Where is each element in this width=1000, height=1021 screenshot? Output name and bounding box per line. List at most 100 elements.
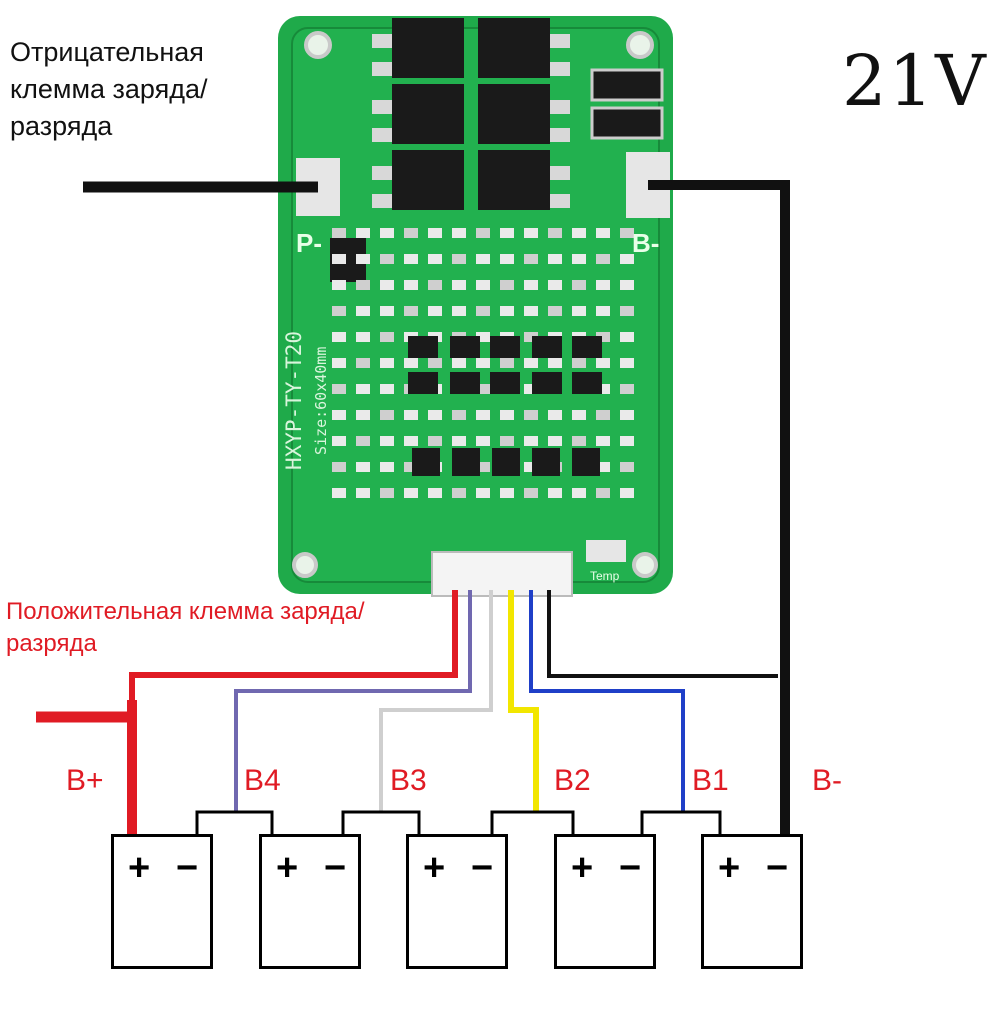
cell-plus-sign: + xyxy=(423,847,446,889)
smd-component xyxy=(332,488,346,498)
smd-component xyxy=(500,280,514,290)
smd-component xyxy=(620,410,634,420)
smd-component xyxy=(620,280,634,290)
battery-cell: + − xyxy=(701,834,803,969)
smd-component xyxy=(428,306,442,316)
smd-component xyxy=(380,228,394,238)
smd-component xyxy=(428,436,442,446)
smd-component xyxy=(332,228,346,238)
smd-component xyxy=(380,410,394,420)
cell-plus-sign: + xyxy=(276,847,299,889)
smd-component xyxy=(380,436,394,446)
smd-component xyxy=(500,410,514,420)
smd-component xyxy=(524,488,538,498)
cell-plus-sign: + xyxy=(718,847,741,889)
smd-component xyxy=(524,462,538,472)
smd-component xyxy=(548,280,562,290)
smd-component xyxy=(620,384,634,394)
battery-cell: + − xyxy=(406,834,508,969)
smd-component xyxy=(404,462,418,472)
smd-component xyxy=(620,358,634,368)
smd-component xyxy=(596,384,610,394)
battery-cell: + − xyxy=(111,834,213,969)
smd-component xyxy=(524,436,538,446)
smd-component xyxy=(620,332,634,342)
smd-component xyxy=(524,358,538,368)
smd-component xyxy=(500,488,514,498)
smd-component xyxy=(380,254,394,264)
smd-component xyxy=(572,228,586,238)
pad-b-minus-label: B- xyxy=(632,228,660,258)
tap-b-plus-label: B+ xyxy=(66,764,104,797)
smd-component xyxy=(476,436,490,446)
mosfet-group xyxy=(392,18,550,210)
smd-component xyxy=(476,280,490,290)
smd-component xyxy=(476,306,490,316)
smd-component xyxy=(524,384,538,394)
smd-component xyxy=(356,462,370,472)
smd-component xyxy=(380,462,394,472)
cell-minus-sign: − xyxy=(471,847,494,889)
smd-component xyxy=(524,280,538,290)
smd-component xyxy=(332,462,346,472)
smd-component xyxy=(620,254,634,264)
smd-component xyxy=(476,462,490,472)
cell-plus-sign: + xyxy=(571,847,594,889)
smd-component xyxy=(596,488,610,498)
smd-component xyxy=(356,488,370,498)
cell-minus-sign: − xyxy=(619,847,642,889)
smd-component xyxy=(596,410,610,420)
smd-component xyxy=(476,410,490,420)
smd-component xyxy=(572,254,586,264)
smd-component xyxy=(380,332,394,342)
wire-b1 xyxy=(529,590,685,812)
smd-component xyxy=(548,358,562,368)
smd-component xyxy=(452,280,466,290)
smd-component xyxy=(596,306,610,316)
smd-component xyxy=(476,384,490,394)
mounting-hole xyxy=(292,552,318,578)
smd-component xyxy=(332,410,346,420)
negative-terminal-label: Отрицательная клемма заряда/разряда xyxy=(10,37,208,141)
smd-component xyxy=(572,436,586,446)
wire-b3 xyxy=(379,590,493,812)
smd-component xyxy=(500,306,514,316)
cell-plus-sign: + xyxy=(128,847,151,889)
temp-pads xyxy=(586,540,626,562)
component-grid xyxy=(332,228,634,498)
smd-component xyxy=(500,358,514,368)
shunt-resistor xyxy=(590,68,664,102)
pad-p-minus-label: P- xyxy=(296,228,322,258)
smd-component xyxy=(572,410,586,420)
smd-component xyxy=(596,436,610,446)
smd-component xyxy=(404,358,418,368)
smd-component xyxy=(572,358,586,368)
smd-component xyxy=(500,254,514,264)
voltage-label: 21V xyxy=(842,40,988,122)
cell-minus-sign: − xyxy=(324,847,347,889)
wire-sense-black xyxy=(547,590,778,678)
balance-connector xyxy=(431,551,573,597)
smd-component xyxy=(620,306,634,316)
smd-component xyxy=(356,358,370,368)
ic-row xyxy=(408,336,602,476)
smd-component xyxy=(476,228,490,238)
smd-component xyxy=(476,358,490,368)
smd-component xyxy=(404,488,418,498)
wire-b-minus xyxy=(648,180,790,836)
temp-label: Temp xyxy=(590,569,620,583)
smd-component xyxy=(596,254,610,264)
smd-component xyxy=(596,462,610,472)
smd-component xyxy=(332,436,346,446)
positive-terminal-label: Положительная клемма заряда/разряда xyxy=(6,598,365,657)
shunt-resistor xyxy=(590,106,664,140)
smd-component xyxy=(452,306,466,316)
mounting-hole xyxy=(626,31,654,59)
smd-component xyxy=(404,280,418,290)
board-size-label: Size:60x40mm xyxy=(312,346,330,455)
smd-component xyxy=(548,306,562,316)
smd-component xyxy=(548,436,562,446)
smd-component xyxy=(332,358,346,368)
smd-component xyxy=(380,306,394,316)
smd-component xyxy=(356,410,370,420)
